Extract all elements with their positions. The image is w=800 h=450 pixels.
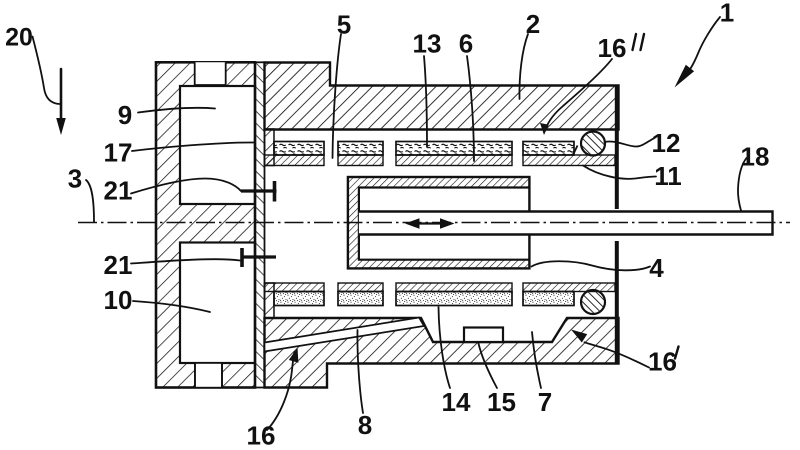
svg-text:10: 10 bbox=[104, 285, 133, 315]
svg-text:16: 16 bbox=[598, 33, 627, 63]
svg-text:21: 21 bbox=[104, 250, 133, 280]
svg-text:7: 7 bbox=[538, 387, 552, 417]
svg-text:16: 16 bbox=[247, 421, 276, 450]
svg-text:8: 8 bbox=[358, 410, 372, 440]
svg-text:5: 5 bbox=[337, 10, 351, 40]
svg-text:16: 16 bbox=[648, 347, 677, 377]
svg-text:11: 11 bbox=[654, 161, 682, 191]
svg-text:13: 13 bbox=[413, 29, 442, 59]
svg-text:9: 9 bbox=[118, 100, 132, 130]
svg-text:1: 1 bbox=[720, 0, 734, 28]
svg-text:17: 17 bbox=[104, 138, 133, 168]
svg-text:4: 4 bbox=[649, 253, 664, 283]
svg-text:20: 20 bbox=[5, 24, 33, 52]
svg-text:12: 12 bbox=[652, 128, 681, 158]
svg-text:15: 15 bbox=[487, 387, 516, 417]
svg-text:14: 14 bbox=[442, 387, 471, 417]
svg-text:18: 18 bbox=[741, 142, 770, 172]
svg-text:2: 2 bbox=[526, 9, 540, 39]
svg-text:6: 6 bbox=[459, 29, 473, 59]
svg-text:3: 3 bbox=[68, 164, 82, 194]
svg-text:21: 21 bbox=[104, 176, 133, 206]
